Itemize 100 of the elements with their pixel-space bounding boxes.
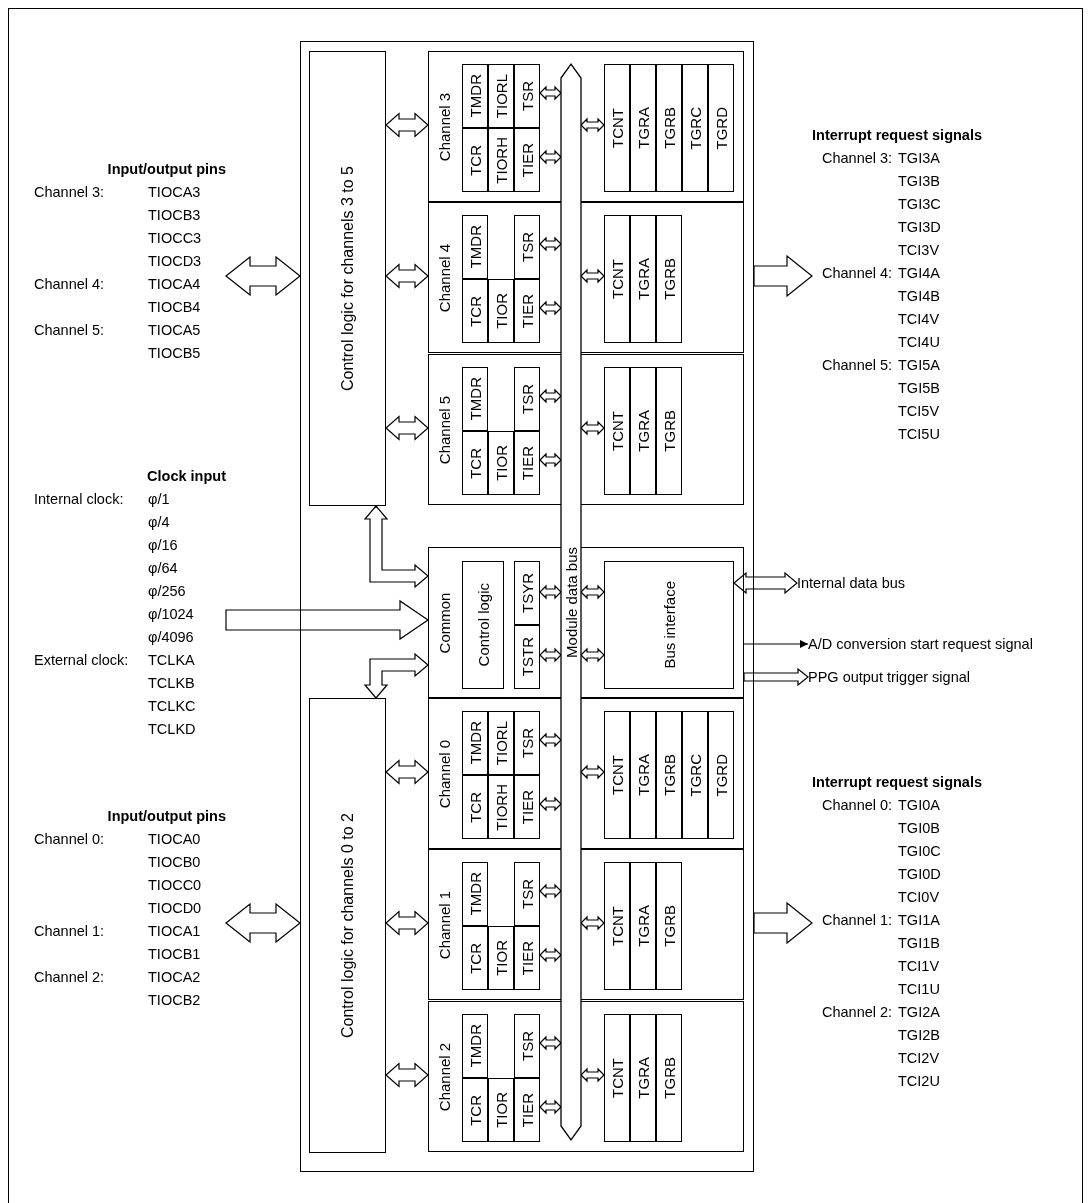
register-cell: TGRA: [630, 1014, 656, 1142]
register-cell: TIER: [514, 279, 540, 343]
group-label: Channel 5:: [822, 356, 893, 375]
register-cell: TMDR: [462, 1014, 488, 1078]
group-label: Channel 4:: [34, 275, 105, 294]
signal-name: TGI3C: [898, 195, 941, 214]
group-label: External clock:: [34, 651, 129, 670]
signal-name: TCI1V: [898, 957, 940, 976]
signal-name: φ/1: [148, 490, 170, 509]
register-cell: TCR: [462, 128, 488, 192]
signal-name: TIOCA1: [148, 922, 201, 941]
signal-name: TCI1U: [898, 980, 940, 999]
double-arrow: [539, 947, 562, 963]
signal-name: TIOCB1: [148, 945, 201, 964]
block-arrow: [743, 667, 809, 687]
control-logic-block: Control logic for channels 3 to 5: [309, 51, 386, 506]
double-arrow: [539, 1099, 562, 1115]
double-arrow: [580, 1067, 605, 1083]
register-cell: TSR: [514, 862, 540, 926]
signal-name: TGI4B: [898, 287, 940, 306]
register-cell: TGRA: [630, 215, 656, 343]
signal-name: TIOCB0: [148, 853, 201, 872]
double-arrow: [580, 764, 605, 780]
signal-name: TIOCD3: [148, 252, 202, 271]
channel-block: [428, 1001, 744, 1152]
register-cell: TGRD: [708, 711, 734, 839]
double-arrow: [225, 902, 301, 944]
register-cell: TSR: [514, 215, 540, 279]
register-cell: TGRB: [656, 64, 682, 192]
double-arrow: [363, 505, 429, 589]
register-cell: TIOR: [488, 926, 514, 990]
register-cell: TCNT: [604, 862, 630, 990]
register-cell: TGRA: [630, 711, 656, 839]
block-label: Channel 5: [437, 395, 452, 464]
group-label: Channel 2:: [822, 1003, 893, 1022]
register-cell: TIORL: [488, 64, 514, 128]
signal-name: TGI0C: [898, 842, 941, 861]
group-label: Channel 0:: [822, 796, 893, 815]
register-cell: TSR: [514, 367, 540, 431]
signal-name: TGI2A: [898, 1003, 940, 1022]
double-arrow: [580, 584, 605, 600]
double-arrow: [385, 415, 429, 441]
register-cell: TGRA: [630, 367, 656, 495]
register-cell: TIOR: [488, 431, 514, 495]
register-cell: TGRC: [682, 711, 708, 839]
signal-name: TIOCA3: [148, 183, 201, 202]
register-cell: TCNT: [604, 711, 630, 839]
register-cell: TCNT: [604, 215, 630, 343]
signal-name: TIOCB3: [148, 206, 201, 225]
register-cell: TIER: [514, 1078, 540, 1142]
signal-name: TIOCA5: [148, 321, 201, 340]
register-cell: TCR: [462, 279, 488, 343]
register-cell: TGRC: [682, 64, 708, 192]
section-heading: Interrupt request signals: [812, 773, 982, 792]
block-arrow: [753, 254, 813, 298]
register-cell: TIOR: [488, 1078, 514, 1142]
signal-name: φ/256: [148, 582, 186, 601]
double-arrow: [539, 452, 562, 468]
double-arrow: [385, 112, 429, 138]
double-arrow: [539, 647, 562, 663]
double-arrow: [539, 236, 562, 252]
register-cell: TGRB: [656, 711, 682, 839]
signal-name: TIOCB5: [148, 344, 201, 363]
signal-name: TCI2V: [898, 1049, 940, 1068]
register-cell: TCNT: [604, 367, 630, 495]
double-arrow: [225, 255, 301, 297]
signal-name: φ/1024: [148, 605, 194, 624]
signal-name: φ/64: [148, 559, 178, 578]
register-cell: TCR: [462, 1078, 488, 1142]
section-heading: Input/output pins: [107, 160, 226, 179]
double-arrow: [580, 420, 605, 436]
signal-name: TGI4A: [898, 264, 940, 283]
double-arrow: [580, 268, 605, 284]
double-arrow: [539, 732, 562, 748]
register-cell: TMDR: [462, 215, 488, 279]
signal-name: TIOCB4: [148, 298, 201, 317]
signal-name: TIOCA2: [148, 968, 201, 987]
group-label: Channel 3:: [822, 149, 893, 168]
register-cell: TMDR: [462, 862, 488, 926]
signal-name: TCI5V: [898, 402, 940, 421]
signal-name: TGI3D: [898, 218, 941, 237]
block-label: Channel 0: [437, 739, 452, 808]
signal-label: Internal data bus: [797, 573, 906, 593]
register-cell: TCR: [462, 431, 488, 495]
block-label: Channel 1: [437, 890, 452, 959]
common-block: [428, 547, 744, 698]
double-arrow: [580, 117, 605, 133]
signal-name: TCI2U: [898, 1072, 940, 1091]
group-label: Channel 4:: [822, 264, 893, 283]
register-cell: TMDR: [462, 64, 488, 128]
signal-name: TGI1B: [898, 934, 940, 953]
signal-name: TCLKC: [148, 697, 196, 716]
group-label: Channel 1:: [822, 911, 893, 930]
signal-name: TCI3V: [898, 241, 940, 260]
register-cell: TSR: [514, 64, 540, 128]
signal-name: TGI3A: [898, 149, 940, 168]
double-arrow: [539, 85, 562, 101]
double-arrow: [539, 883, 562, 899]
double-arrow: [363, 652, 429, 699]
double-arrow: [385, 759, 429, 785]
